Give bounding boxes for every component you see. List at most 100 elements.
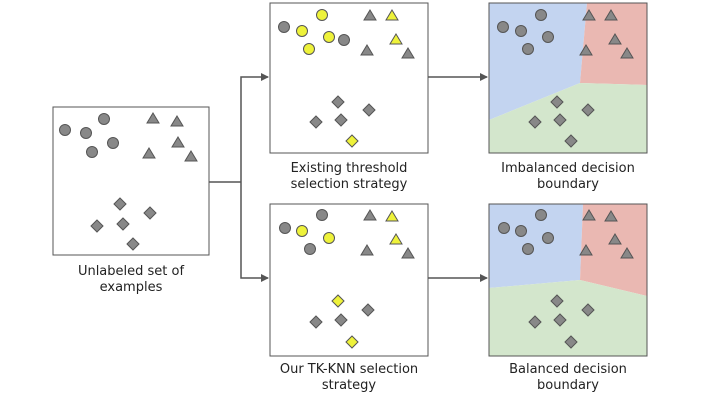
triangle-point	[360, 244, 374, 256]
triangle-point	[401, 247, 415, 259]
region-circle	[489, 3, 587, 120]
triangle-point	[401, 47, 415, 59]
caption-balanced: Balanced decision boundary	[478, 362, 658, 394]
diamond-point	[334, 313, 348, 327]
circle-point	[497, 21, 509, 33]
diamond-point	[581, 103, 595, 117]
triangle-point	[170, 115, 184, 127]
caption-line: boundary	[537, 177, 599, 192]
circle-point	[86, 146, 98, 158]
diamond-point	[564, 134, 578, 148]
arrow-to-ours	[240, 182, 269, 282]
caption-line: Our TK-KNN selection	[279, 362, 419, 377]
triangle-point	[608, 33, 622, 45]
selected-diamond-point	[345, 335, 359, 349]
selected-diamond-point	[331, 294, 345, 308]
caption-imbalanced: Imbalanced decision boundary	[478, 161, 658, 193]
caption-line: examples	[99, 280, 163, 295]
circle-point	[107, 137, 119, 149]
triangle-point	[608, 233, 622, 245]
caption-line: Balanced decision	[509, 362, 627, 377]
diamond-point	[361, 303, 375, 317]
region-triangle	[580, 204, 647, 296]
caption-line: Unlabeled set of	[77, 264, 185, 279]
circle-point	[278, 21, 290, 33]
triangle-point	[582, 209, 596, 221]
selected-circle-point	[296, 25, 308, 37]
selected-diamond-point	[345, 134, 359, 148]
circle-point	[98, 113, 110, 125]
selected-triangle-point	[385, 9, 399, 21]
diamond-point	[309, 315, 323, 329]
selected-circle-point	[323, 31, 335, 43]
panel-frame	[52, 106, 210, 256]
panel-existing	[269, 2, 429, 154]
triangle-point	[579, 244, 593, 256]
panel-frame	[488, 2, 648, 154]
circle-point	[535, 209, 547, 221]
diamond-point	[116, 217, 130, 231]
circle-point	[59, 124, 71, 136]
caption-line: Imbalanced decision	[501, 161, 635, 176]
arrows	[209, 73, 488, 282]
diamond-point	[143, 206, 157, 220]
caption-existing: Existing threshold selection strategy	[259, 161, 439, 193]
circle-point	[316, 209, 328, 221]
panel-balanced	[488, 203, 648, 357]
selected-circle-point	[296, 225, 308, 237]
selected-circle-point	[323, 232, 335, 244]
circle-point	[498, 222, 510, 234]
selected-circle-point	[316, 9, 328, 21]
circle-point	[304, 243, 316, 255]
arrow-to-existing	[240, 73, 269, 182]
triangle-point	[579, 44, 593, 56]
triangle-point	[171, 136, 185, 148]
diamond-point	[528, 315, 542, 329]
diamond-point	[90, 219, 104, 233]
triangle-point	[604, 210, 618, 222]
circle-point	[515, 25, 527, 37]
triangle-point	[620, 47, 634, 59]
triangle-point	[146, 112, 160, 124]
triangle-point	[184, 150, 198, 162]
diamond-point	[309, 115, 323, 129]
diamond-point	[113, 197, 127, 211]
circle-point	[542, 232, 554, 244]
caption-line: Existing threshold	[290, 161, 408, 176]
panel-frame	[269, 2, 429, 154]
caption-unlabeled: Unlabeled set of examples	[46, 264, 216, 296]
diamond-point	[550, 95, 564, 109]
panel-unlabeled	[52, 106, 210, 256]
triangle-point	[582, 9, 596, 21]
panel-frame	[488, 203, 648, 357]
panel-frame	[269, 203, 429, 357]
diamond-point	[126, 237, 140, 251]
region-diamond	[489, 280, 647, 356]
selected-circle-point	[303, 43, 315, 55]
selected-triangle-point	[385, 210, 399, 222]
circle-point	[515, 225, 527, 237]
selected-triangle-point	[389, 33, 403, 45]
triangle-point	[620, 247, 634, 259]
caption-ours: Our TK-KNN selection strategy	[254, 362, 444, 394]
region-circle	[489, 204, 583, 288]
diamond-point	[581, 303, 595, 317]
diamond-point	[331, 95, 345, 109]
caption-line: boundary	[537, 378, 599, 393]
triangle-point	[142, 147, 156, 159]
triangle-point	[360, 44, 374, 56]
circle-point	[338, 34, 350, 46]
diamond-point	[553, 313, 567, 327]
diamond-point	[528, 115, 542, 129]
selected-triangle-point	[389, 233, 403, 245]
panel-ours	[269, 203, 429, 357]
circle-point	[80, 127, 92, 139]
circle-point	[522, 43, 534, 55]
triangle-point	[363, 209, 377, 221]
diamond-point	[550, 294, 564, 308]
region-diamond	[489, 83, 647, 153]
circle-point	[535, 9, 547, 21]
circle-point	[279, 222, 291, 234]
triangle-point	[363, 9, 377, 21]
